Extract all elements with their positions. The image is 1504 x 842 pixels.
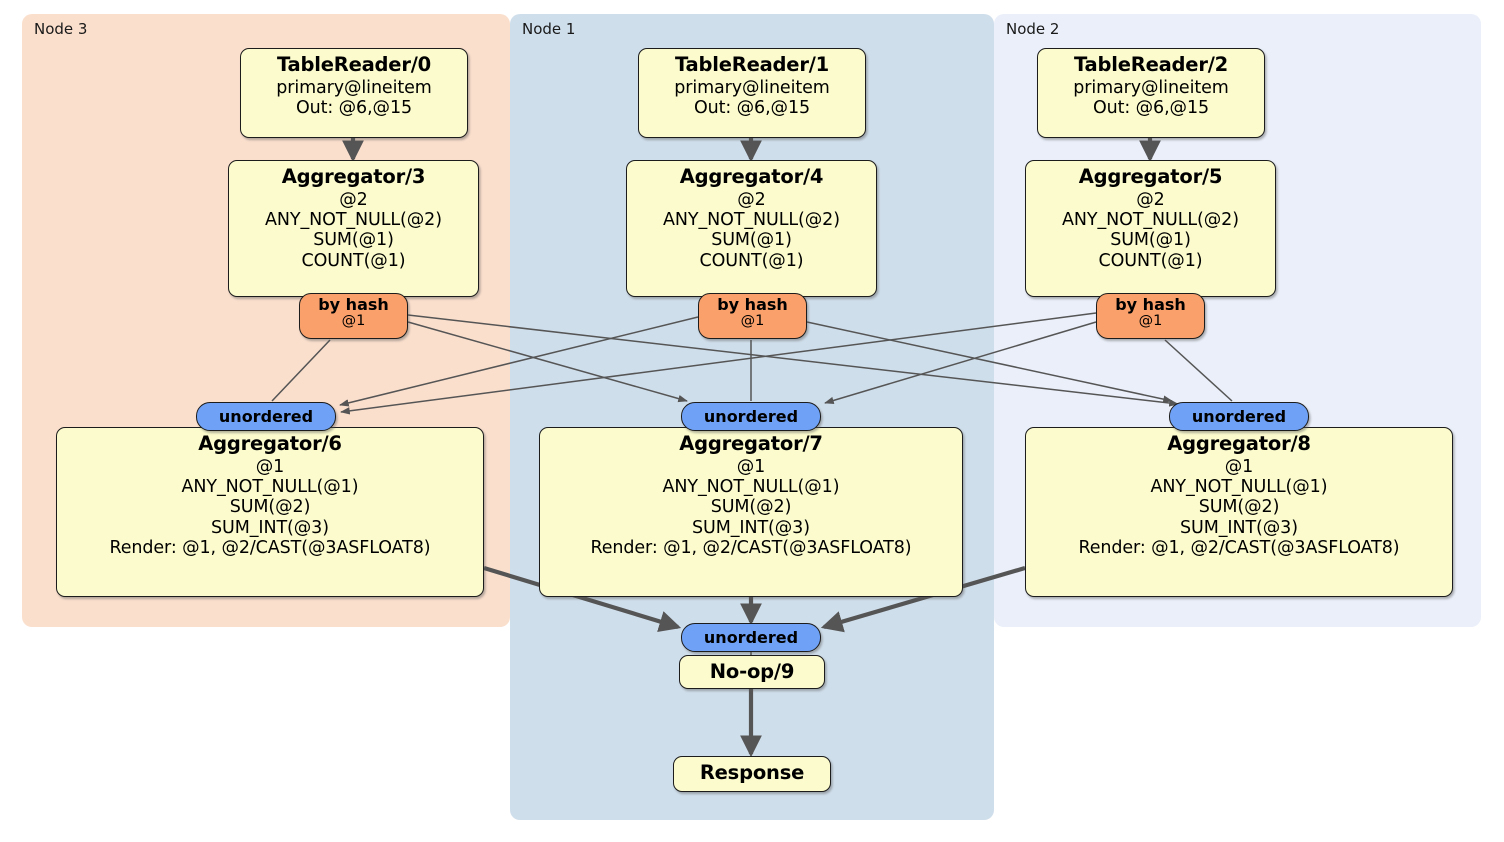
processor-response[interactable]: Response — [673, 756, 831, 792]
node-region-label-node1: Node 1 — [522, 20, 576, 38]
synchronizer-sync8[interactable]: unordered — [1169, 402, 1309, 431]
processor-detail-line-1: ANY_NOT_NULL(@1) — [1150, 476, 1328, 497]
synchronizer-sync6[interactable]: unordered — [196, 402, 336, 431]
node-region-label-node2: Node 2 — [1006, 20, 1060, 38]
processor-title: Aggregator/5 — [1078, 165, 1223, 188]
router-column: @1 — [740, 312, 765, 329]
processor-title: TableReader/0 — [276, 53, 432, 76]
processor-detail-line-0: primary@lineitem — [674, 77, 830, 98]
processor-title: Aggregator/7 — [679, 432, 823, 455]
processor-detail-line-1: ANY_NOT_NULL(@2) — [265, 209, 442, 230]
processor-detail-line-2: SUM(@2) — [229, 497, 311, 518]
processor-detail-line-0: primary@lineitem — [276, 77, 432, 98]
processor-detail-line-0: @2 — [1136, 189, 1165, 210]
processor-detail-line-4: Render: @1, @2/CAST(@3ASFLOAT8) — [590, 537, 912, 558]
processor-title: Response — [699, 761, 805, 784]
processor-title: Aggregator/3 — [281, 165, 426, 188]
processor-detail-line-0: @1 — [255, 456, 285, 477]
processor-detail-line-1: ANY_NOT_NULL(@1) — [181, 476, 359, 497]
router-byhash5[interactable]: by hash@1 — [1096, 293, 1205, 339]
processor-detail-line-2: SUM(@2) — [710, 497, 792, 518]
processor-detail-line-3: SUM_INT(@3) — [692, 517, 810, 538]
processor-detail-line-1: Out: @6,@15 — [295, 97, 413, 118]
processor-detail-line-1: ANY_NOT_NULL(@2) — [663, 209, 840, 230]
processor-title: Aggregator/8 — [1167, 432, 1311, 455]
processor-title: Aggregator/6 — [198, 432, 342, 455]
processor-detail-line-0: @1 — [736, 456, 766, 477]
processor-detail-line-0: @2 — [339, 189, 368, 210]
router-byhash4[interactable]: by hash@1 — [698, 293, 807, 339]
processor-detail-line-4: Render: @1, @2/CAST(@3ASFLOAT8) — [109, 537, 431, 558]
processor-detail-line-2: SUM(@1) — [313, 230, 394, 251]
router-type: by hash — [717, 295, 788, 314]
processor-detail-line-1: ANY_NOT_NULL(@1) — [662, 476, 840, 497]
processor-detail-line-0: @1 — [1224, 456, 1254, 477]
synchronizer-sync9[interactable]: unordered — [681, 623, 821, 652]
node-region-label-node3: Node 3 — [34, 20, 88, 38]
synchronizer-sync7[interactable]: unordered — [681, 402, 821, 431]
synchronizer-label: unordered — [1191, 406, 1287, 426]
processor-title: TableReader/2 — [1073, 53, 1229, 76]
processor-noop9[interactable]: No-op/9 — [679, 655, 825, 689]
processor-detail-line-3: COUNT(@1) — [301, 250, 406, 271]
synchronizer-label: unordered — [703, 627, 799, 647]
processor-detail-line-2: SUM(@1) — [1110, 230, 1191, 251]
processor-detail-line-3: COUNT(@1) — [699, 250, 804, 271]
processor-detail-line-1: Out: @6,@15 — [1092, 97, 1210, 118]
processor-detail-line-2: SUM(@2) — [1198, 497, 1280, 518]
processor-detail-line-1: ANY_NOT_NULL(@2) — [1062, 209, 1239, 230]
processor-detail-line-3: SUM_INT(@3) — [211, 517, 329, 538]
processor-detail-line-4: Render: @1, @2/CAST(@3ASFLOAT8) — [1078, 537, 1400, 558]
processor-detail-line-3: SUM_INT(@3) — [1180, 517, 1298, 538]
router-type: by hash — [318, 295, 389, 314]
router-type: by hash — [1115, 295, 1186, 314]
router-column: @1 — [1138, 312, 1163, 329]
processor-detail-line-0: @2 — [737, 189, 766, 210]
synchronizer-label: unordered — [218, 406, 314, 426]
processor-title: TableReader/1 — [674, 53, 830, 76]
router-byhash3[interactable]: by hash@1 — [299, 293, 408, 339]
processor-detail-line-2: SUM(@1) — [711, 230, 792, 251]
processor-title: No-op/9 — [709, 660, 795, 683]
processor-detail-line-3: COUNT(@1) — [1098, 250, 1203, 271]
router-column: @1 — [341, 312, 366, 329]
processor-detail-line-1: Out: @6,@15 — [693, 97, 811, 118]
synchronizer-label: unordered — [703, 406, 799, 426]
processor-title: Aggregator/4 — [679, 165, 824, 188]
processor-detail-line-0: primary@lineitem — [1073, 77, 1229, 98]
